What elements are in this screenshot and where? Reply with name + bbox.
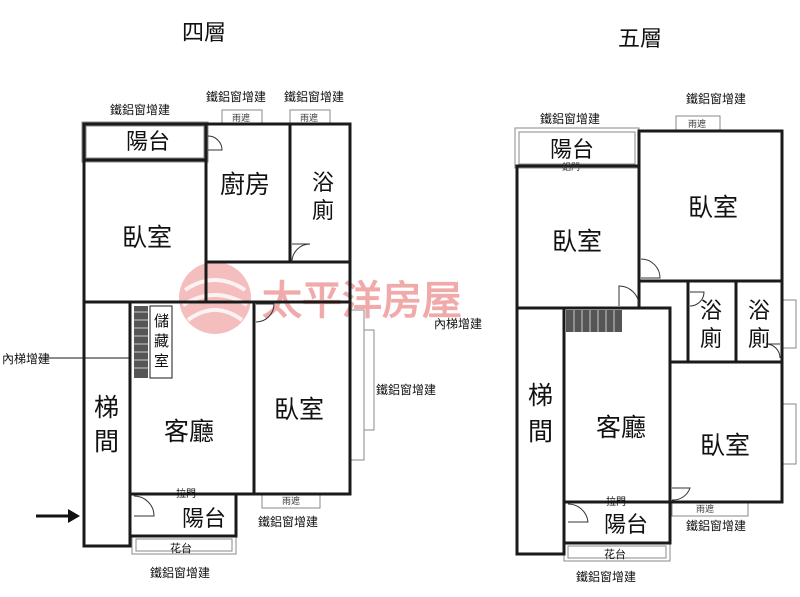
watermark-logo-icon	[179, 262, 251, 334]
door-swing-bath1-5	[689, 291, 705, 307]
bedroom-right-label-4: 臥室	[274, 395, 324, 424]
rain-shelter-4-a: 雨遮	[232, 112, 250, 124]
watermark: 太平洋房屋	[179, 262, 462, 334]
stair-label-4-b: 間	[94, 427, 119, 456]
rain-shelter-4-c: 雨遮	[282, 495, 300, 507]
bath-label-4-a: 浴	[312, 171, 334, 196]
addition-top-left-strip-5	[514, 127, 640, 169]
door-swing-bath-4	[291, 243, 311, 263]
balcony-bottom-label-5: 陽台	[604, 513, 648, 538]
door-swing-bedroom-bottom-5	[671, 487, 691, 501]
balcony-top-label-5: 陽台	[550, 138, 594, 163]
sliding-door-label-5: 拉門	[606, 495, 626, 508]
stair-label-4-a: 梯	[94, 393, 119, 422]
stair-label-5-b: 間	[528, 417, 553, 446]
door-swing-bedroom-left-5	[618, 285, 640, 307]
addition-right-strip-5b	[781, 403, 797, 465]
storage-label-c: 室	[154, 352, 169, 370]
addition-right-strip	[349, 309, 365, 461]
floor-5-stair-block	[515, 306, 566, 556]
floor-4-stair-block	[82, 300, 132, 548]
entrance-arrow-icon	[36, 509, 80, 523]
inner-stair-label-4: 內梯增建	[2, 352, 50, 366]
stair-treads-5	[566, 310, 622, 332]
addition-right-strip-5a	[781, 299, 797, 349]
floor-5-bedroom-top-right-block	[637, 129, 784, 283]
addition-bottom-label-5: 鐵鋁窗增建	[576, 569, 636, 584]
bedroom-top-right-label-5: 臥室	[688, 193, 738, 222]
bath2-label-5-b: 廁	[748, 327, 770, 352]
door-swing-kitchen	[207, 135, 223, 151]
stair-label-5-a: 梯	[528, 381, 553, 410]
bedroom-left-label-4: 臥室	[122, 223, 172, 252]
bath2-label-5-a: 浴	[748, 299, 770, 324]
rain-shelter-5-a: 雨遮	[688, 118, 706, 130]
rain-shelter-5-b: 雨遮	[696, 503, 714, 515]
addition-top-left-strip	[81, 121, 209, 163]
addition-top-left-label-4: 鐵鋁窗增建	[110, 102, 170, 117]
storage-label-b: 藏	[154, 332, 169, 350]
floor-4-title: 四層	[182, 21, 226, 46]
planter-label-5: 花台	[604, 547, 626, 561]
door-swing-bedroom-top-right-5	[640, 258, 661, 279]
addition-top-mid-label-4: 鐵鋁窗增建	[206, 89, 266, 104]
stair-treads-4	[134, 306, 148, 378]
bath-label-4-b: 廁	[312, 199, 334, 224]
floor-5-title: 五層	[618, 27, 662, 52]
rain-shelter-4-b: 雨遮	[300, 112, 318, 124]
door-swing-balcony-5	[567, 503, 589, 523]
addition-bottom-right-label-4: 鐵鋁窗增建	[258, 514, 318, 529]
planter-label-4: 花台	[170, 541, 192, 555]
floor-5: 五層 陽台	[434, 27, 797, 584]
addition-bottom-right-label-5: 鐵鋁窗增建	[686, 518, 746, 533]
bedroom-bottom-right-label-5: 臥室	[700, 431, 750, 460]
door-mark-5: 鋁門	[562, 161, 580, 173]
balcony-top-label-4: 陽台	[126, 130, 170, 155]
door-swing-balcony-4	[133, 495, 155, 517]
addition-top-right-label-5: 鐵鋁窗增建	[686, 91, 746, 106]
bath1-label-5-b: 廁	[700, 327, 722, 352]
addition-right-label-4: 鐵鋁窗增建	[376, 382, 436, 397]
addition-bottom-label-4: 鐵鋁窗增建	[150, 565, 210, 580]
floor-5-living-block	[562, 306, 672, 504]
sliding-door-label-4: 拉門	[176, 487, 196, 500]
inner-stair-label-5: 內梯增建	[434, 317, 482, 331]
storage-label-a: 儲	[154, 312, 169, 330]
bath1-label-5-a: 浴	[700, 299, 722, 324]
door-swing-bedroom-4	[255, 303, 275, 323]
balcony-bottom-label-4: 陽台	[182, 507, 226, 532]
living-label-5: 客廳	[596, 413, 646, 442]
living-label-4: 客廳	[164, 417, 214, 446]
bedroom-left-label-5: 臥室	[552, 227, 602, 256]
addition-top-right-label-4: 鐵鋁窗增建	[284, 89, 344, 104]
addition-top-left-label-5: 鐵鋁窗增建	[540, 111, 600, 126]
kitchen-label: 廚房	[220, 170, 270, 199]
floor-5-bedroom-bottom-right-block	[668, 360, 784, 504]
floor-4: 四層	[2, 21, 436, 580]
storage-closet	[149, 305, 173, 379]
door-swing-bath2-5	[765, 343, 781, 359]
